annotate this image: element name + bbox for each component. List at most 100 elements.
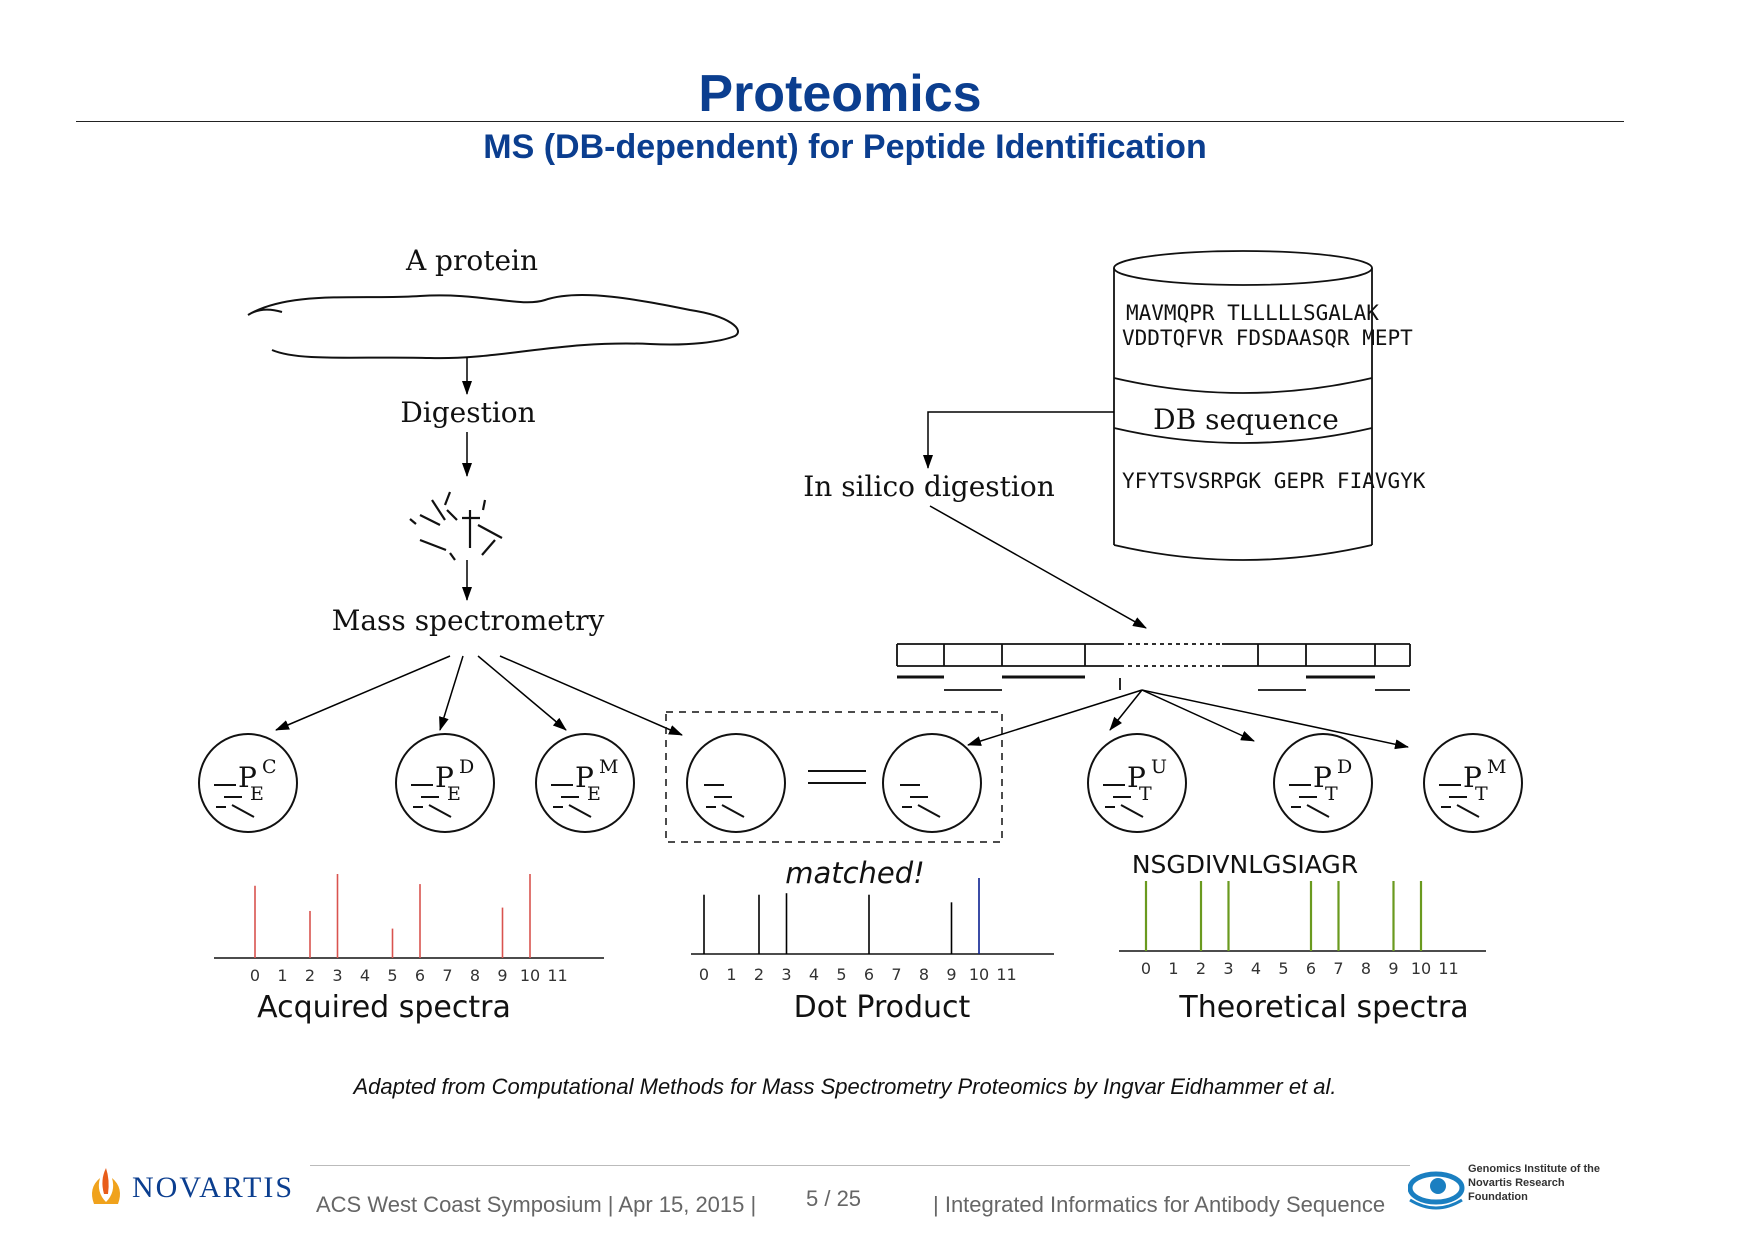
dot-product-label: Dot Product [794,990,971,1025]
tick-label: 2 [305,966,315,985]
tick-label: 1 [726,965,736,984]
gnf-line-2: Novartis Research [1468,1177,1565,1189]
tick-label: 10 [520,966,540,985]
db-line-1: MAVMQPR TLLLLLSGALAK [1126,301,1379,325]
peptide-fragments-icon [409,491,503,561]
match-node-1 [686,733,786,833]
node-superscript: C [262,756,277,778]
peptide-node-1: PEC [198,733,298,833]
peptide-node-4: PTU [1087,733,1187,833]
node-subscript: T [1139,783,1152,805]
peptide-sequence-label: NSGDIVNLGSIAGR [1132,850,1358,879]
arrow-bar-node-tm [1141,689,1409,750]
database-cylinder [1113,250,1373,561]
tick-label: 5 [387,966,397,985]
tick-label: 4 [1251,959,1261,978]
node-subscript: E [447,783,461,805]
protein-shape [247,293,739,360]
gnf-eye-icon [1408,1171,1465,1210]
peptide-node-6: PTM [1423,733,1523,833]
match-equals-icon [808,770,866,784]
node-subscript: T [1325,783,1338,805]
peptide-node-2: PED [395,733,495,833]
digested-sequence-bar [896,643,1411,691]
digestion-label: Digestion [400,396,535,429]
gnf-line-3: Foundation [1468,1191,1528,1203]
footer-rule [310,1165,1410,1166]
tick-label: 5 [836,965,846,984]
node-label: P [575,761,594,794]
peptide-node-5: PTD [1273,733,1373,833]
tick-label: 11 [547,966,567,985]
tick-label: 8 [1361,959,1371,978]
arrow-ms-node4 [499,655,683,736]
tick-label: 3 [781,965,791,984]
tick-label: 5 [1278,959,1288,978]
match-node-2 [882,733,982,833]
source-caption: Adapted from Computational Methods for M… [353,1074,1337,1099]
tick-label: 0 [250,966,260,985]
matched-label: matched! [785,856,925,890]
arrow-bar-node-tu [1109,689,1143,731]
arrow-ms-node3 [477,655,567,731]
node-superscript: U [1151,756,1167,778]
arrow-bar-node-td [1141,689,1255,742]
tick-label: 8 [470,966,480,985]
db-line-3: YFYTSVSRPGK GEPR FIAVGYK [1122,469,1426,493]
protein-label: A protein [405,244,538,277]
node-superscript: M [1487,756,1506,778]
tick-label: 11 [1438,959,1458,978]
tick-label: 10 [969,965,989,984]
tick-label: 8 [919,965,929,984]
tick-label: 0 [699,965,709,984]
node-superscript: D [1337,756,1352,778]
node-label: P [435,761,454,794]
node-label: P [1127,761,1146,794]
mass-spectrometry-label: Mass spectrometry [332,604,605,637]
node-label: P [238,761,257,794]
page-number: 5 / 25 [806,1186,862,1211]
tick-label: 6 [864,965,874,984]
node-subscript: E [250,783,264,805]
gnf-wordmark: Genomics Institute of the Novartis Resea… [1468,1162,1600,1204]
node-superscript: D [459,756,474,778]
db-sequence-label: DB sequence [1153,403,1339,436]
node-subscript: T [1475,783,1488,805]
tick-label: 1 [1168,959,1178,978]
tick-label: 7 [1333,959,1343,978]
tick-label: 6 [1306,959,1316,978]
novartis-logo: NOVARTIS [86,1164,294,1212]
tick-label: 0 [1141,959,1151,978]
node-label: P [1463,761,1482,794]
footer-talk-title: | Integrated Informatics for Antibody Se… [933,1192,1386,1217]
gnf-line-1: Genomics Institute of the [1468,1163,1601,1175]
tick-label: 7 [891,965,901,984]
tick-label: 4 [809,965,819,984]
tick-label: 1 [277,966,287,985]
slide-subtitle: MS (DB-dependent) for Peptide Identifica… [483,128,1207,166]
title-rule [76,121,1624,122]
arrow-insilico-peptides [929,505,1147,629]
tick-label: 7 [442,966,452,985]
node-label: P [1313,761,1332,794]
tick-label: 3 [332,966,342,985]
arrow-ms-node1 [275,655,451,731]
acquired-spectra-label: Acquired spectra [257,990,511,1025]
node-subscript: E [587,783,601,805]
arrow-ms-node2 [439,655,464,731]
novartis-flame-icon [92,1168,120,1204]
tick-label: 2 [1196,959,1206,978]
peptide-node-3: PEM [535,733,635,833]
tick-label: 3 [1223,959,1233,978]
footer-event: ACS West Coast Symposium | Apr 15, 2015 … [316,1192,757,1217]
tick-label: 9 [946,965,956,984]
arrow-db-insilico [923,411,1114,469]
tick-label: 10 [1411,959,1431,978]
node-superscript: M [599,756,618,778]
db-line-2: VDDTQFVR FDSDAASQR MEPT [1122,326,1413,350]
tick-label: 2 [754,965,764,984]
